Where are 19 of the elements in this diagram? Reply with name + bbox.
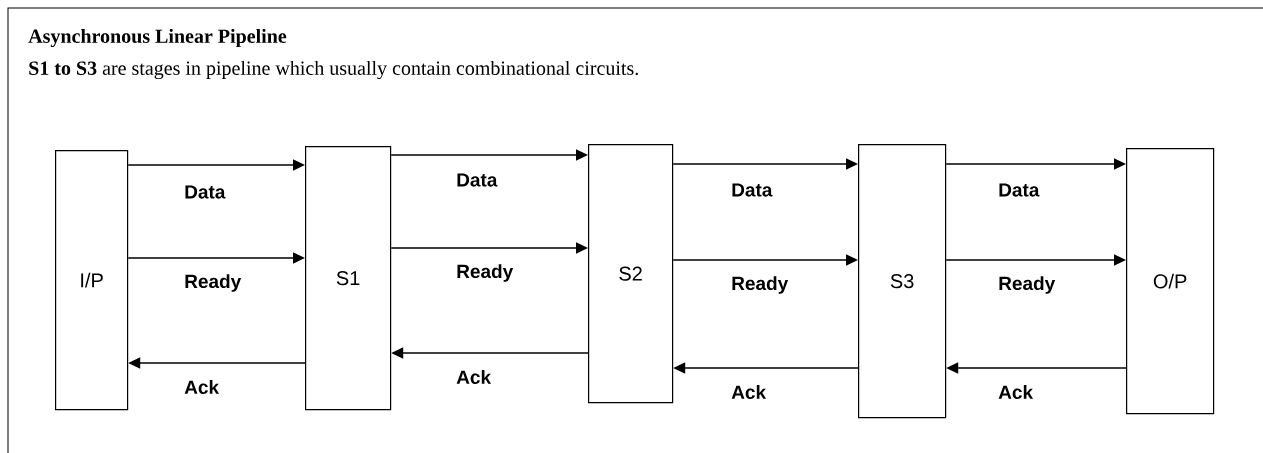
edge-label: Ready <box>183 273 243 293</box>
edge-label: Ack <box>183 379 221 395</box>
edge-label: Ack <box>730 384 768 400</box>
description: S1 to S3 are stages in pipeline which usually contain combinational circuits. <box>29 60 638 80</box>
stage-box: S1 <box>305 146 392 411</box>
edge-label: Data <box>730 182 774 198</box>
edge-label: Ready <box>997 275 1057 295</box>
edge-label: Data <box>997 182 1041 198</box>
edge-label: Ack <box>997 384 1035 400</box>
edge-label: Data <box>455 172 499 188</box>
stage-box: O/P <box>1126 148 1215 415</box>
edge-label: Ack <box>455 369 493 385</box>
stage-box: S2 <box>588 144 674 404</box>
stage-box: I/P <box>55 150 129 411</box>
edge-label: Ready <box>455 263 515 283</box>
stage-box: S3 <box>858 144 947 419</box>
edge-label: Ready <box>730 275 790 295</box>
title: Asynchronous Linear Pipeline <box>28 28 287 48</box>
edge-label: Data <box>183 184 227 200</box>
